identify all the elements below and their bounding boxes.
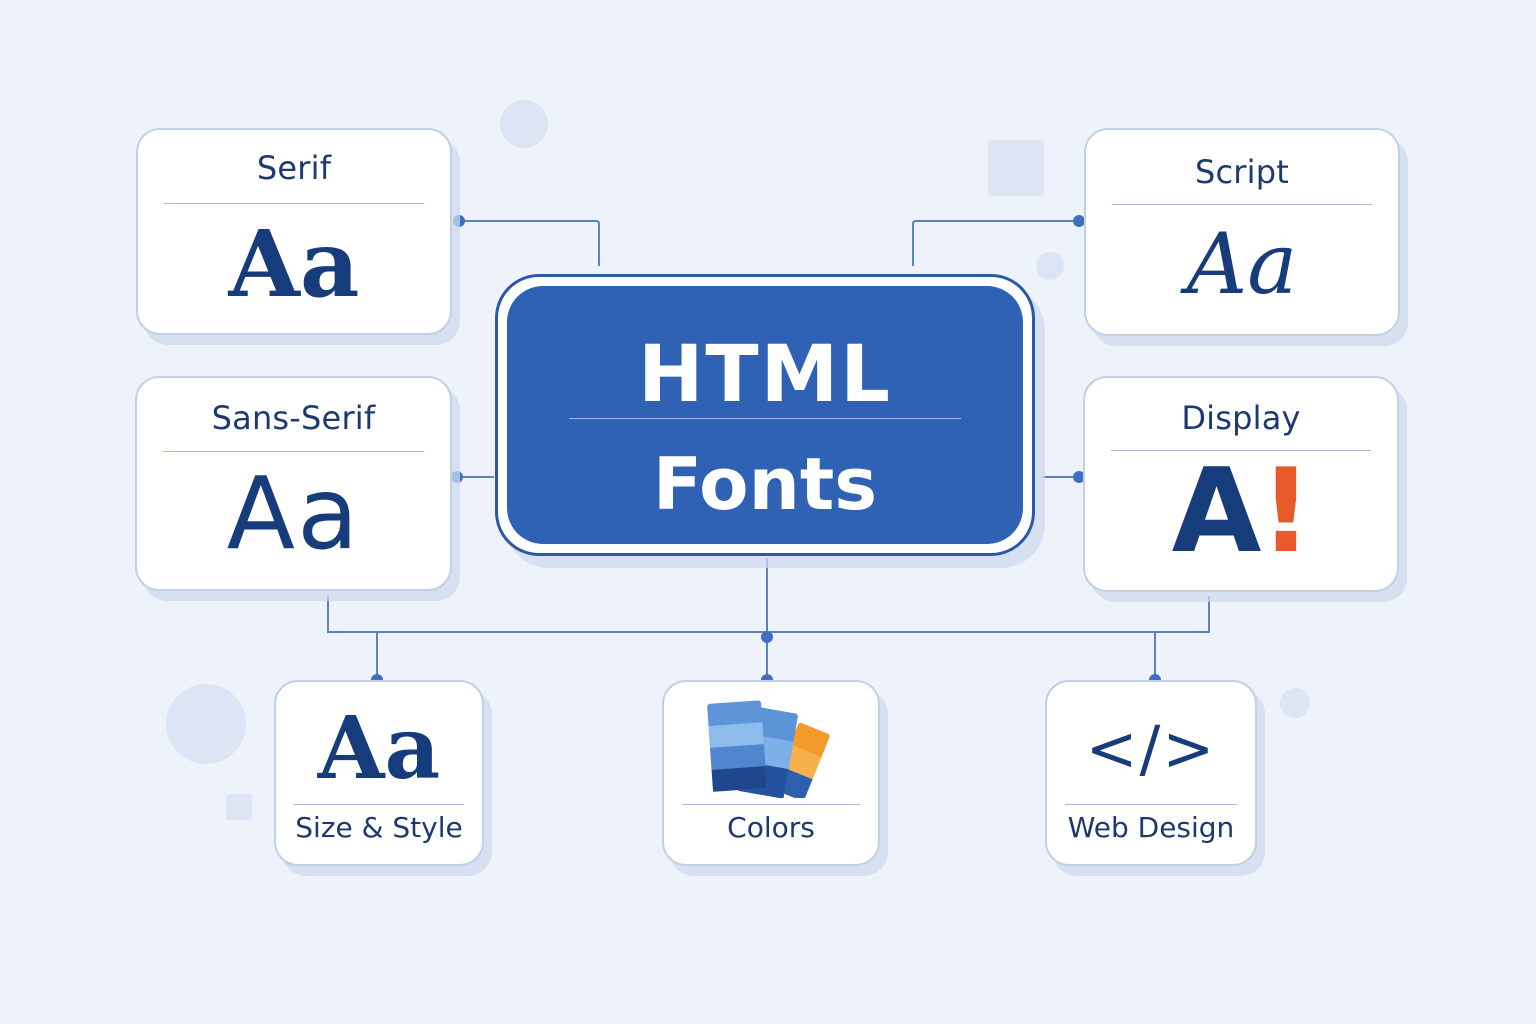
center-node-fill: HTML Fonts [507,286,1023,544]
connector-dot [453,215,465,227]
script-sample: Aa [1186,215,1298,313]
web-design-card[interactable]: </> Web Design [1045,680,1257,866]
divider [1112,204,1372,205]
connector-script [912,220,1079,266]
size-style-card[interactable]: Aa Size & Style [274,680,484,866]
divider [1065,804,1237,805]
connector-dot [451,471,463,483]
serif-sample: Aa [228,210,360,318]
decor-circle [1280,688,1310,718]
sans-serif-title: Sans-Serif [211,399,376,437]
code-icon: </> [1047,700,1255,798]
center-node[interactable]: HTML Fonts [495,274,1035,556]
decor-square [226,794,252,820]
display-sample-letter: A [1171,444,1262,579]
divider [1111,450,1371,451]
sans-serif-sample: Aa [226,455,361,572]
colors-card[interactable]: Colors [662,680,880,866]
code-symbol: </> [1085,712,1217,785]
web-design-label: Web Design [1067,811,1235,844]
connector-dot [761,631,773,643]
display-title: Display [1181,399,1301,437]
serif-card[interactable]: Serif Aa [136,128,452,335]
script-title: Script [1194,153,1289,191]
colors-label: Colors [727,811,815,844]
decor-circle [1036,252,1064,280]
divider [163,451,424,452]
decor-square [988,140,1044,196]
connector-serif [459,220,600,266]
center-title-line1: HTML [638,330,892,420]
color-swatches-icon [664,700,878,802]
divider [294,804,464,805]
divider [682,804,860,805]
connector-dot [1073,215,1085,227]
size-style-sample: Aa [317,698,441,799]
display-card[interactable]: Display A! [1083,376,1399,592]
center-title-line2: Fonts [652,442,878,526]
script-card[interactable]: Script Aa [1084,128,1400,336]
connector-bus [327,596,1210,633]
swatches-graphic [707,700,830,802]
serif-title: Serif [256,149,332,187]
sans-serif-card[interactable]: Sans-Serif Aa [135,376,452,591]
size-style-label: Size & Style [295,811,463,844]
connector-dot [1073,471,1085,483]
display-sample: A! [1085,454,1397,570]
decor-circle [500,100,548,148]
divider [164,203,424,204]
typography-icon: Aa [276,700,482,798]
decor-circle [166,684,246,764]
center-divider [569,418,961,419]
display-sample-accent: ! [1259,444,1312,579]
